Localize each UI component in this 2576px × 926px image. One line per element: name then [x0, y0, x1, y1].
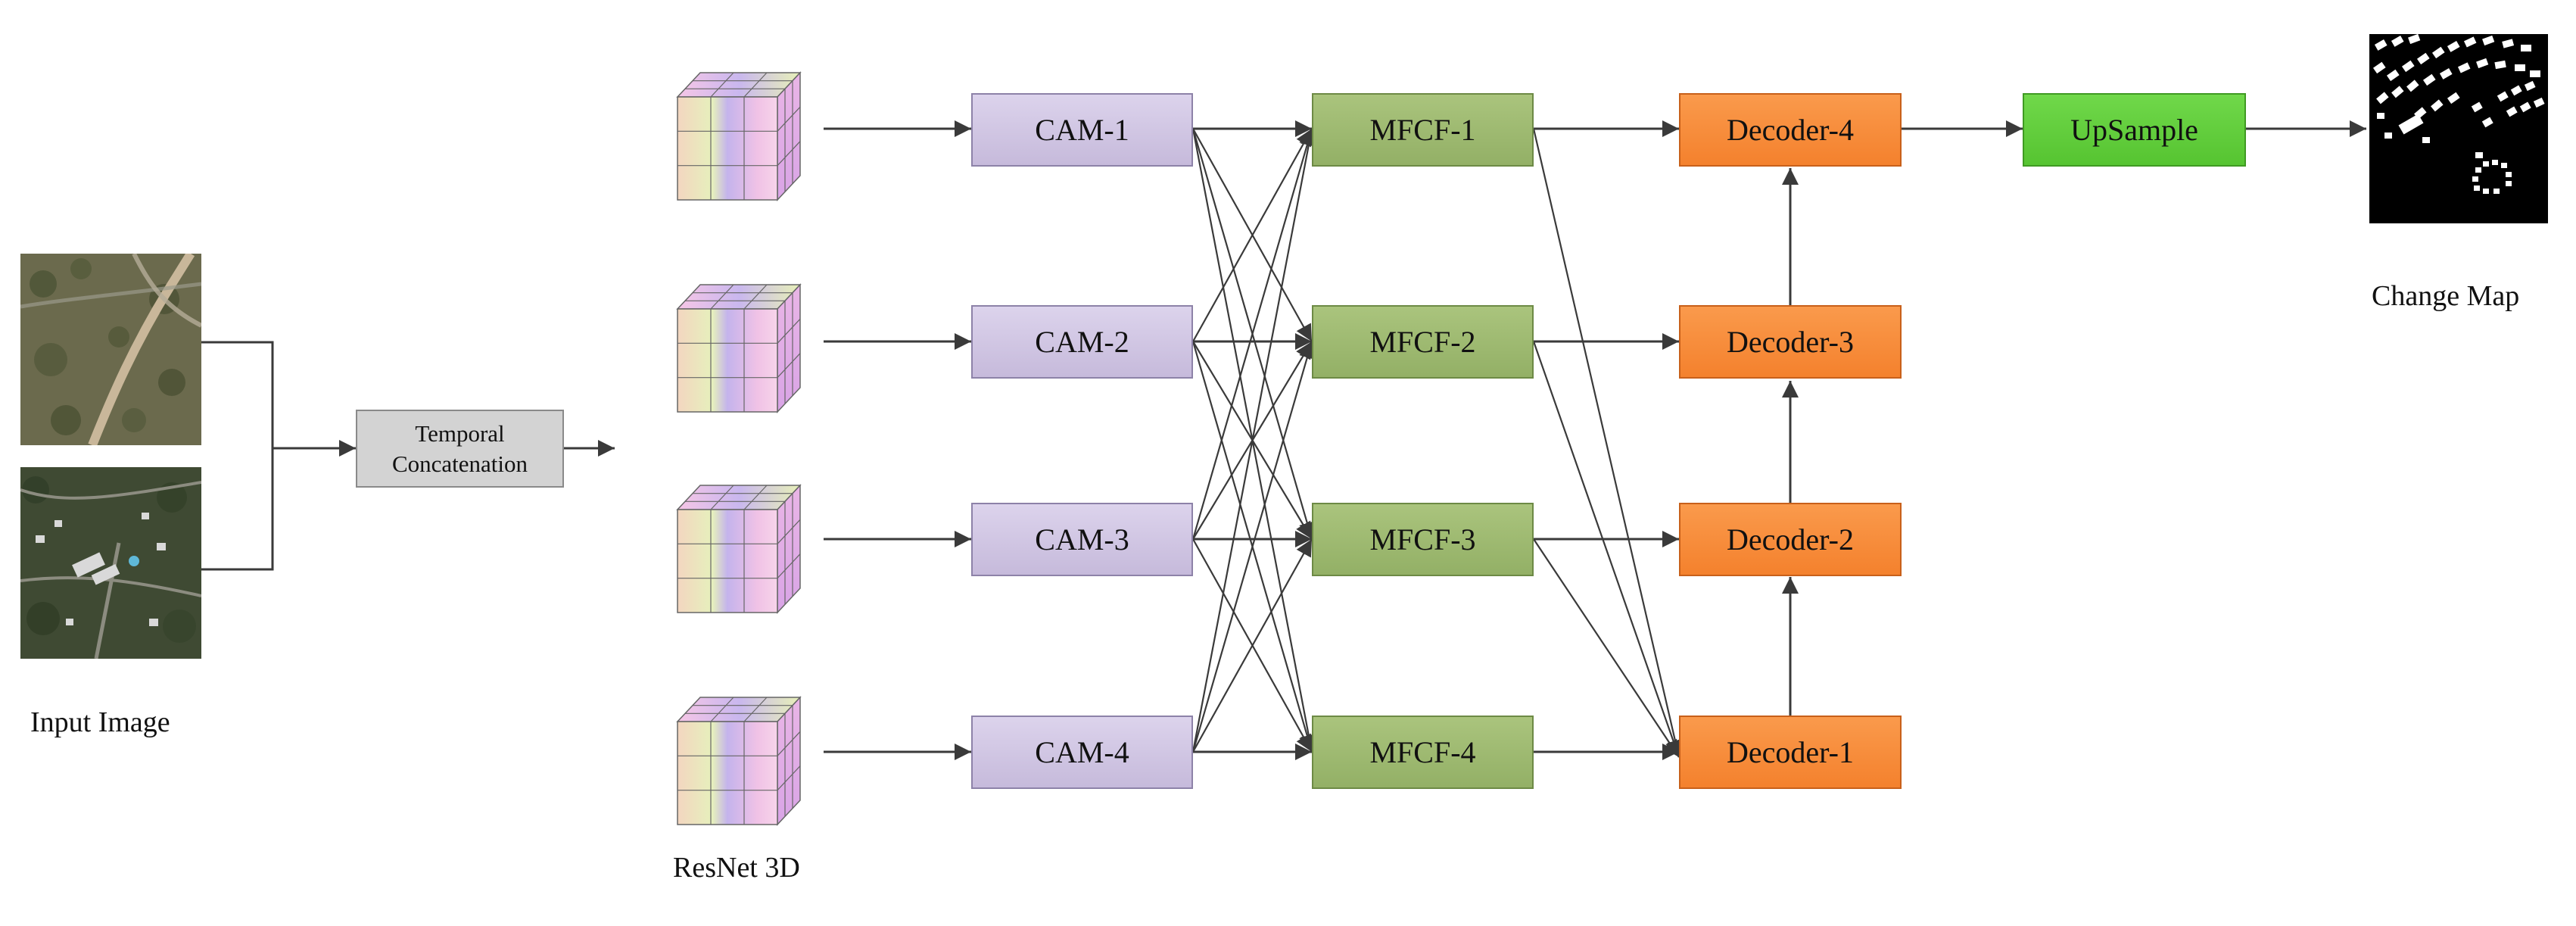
temporal-label-line-2: Concatenation	[391, 450, 528, 477]
input-image-t2	[20, 467, 201, 659]
input-merge-lines	[201, 341, 356, 571]
upsample-block: UpSample	[2023, 93, 2246, 167]
resnet-3d-blocks	[676, 71, 802, 826]
change-map-label: Change Map	[2372, 280, 2520, 312]
input-image-t1	[20, 254, 201, 445]
mfcf-3-block: MFCF-3	[1312, 503, 1534, 576]
cube-1	[676, 71, 802, 201]
cam-4-to-mfcf-2-arrow	[1191, 341, 1316, 753]
mfcf-1-block: MFCF-1	[1312, 93, 1534, 167]
backbone-to-cam-arrows	[824, 120, 971, 760]
mfcf-to-decoder-arrows	[1532, 120, 1684, 760]
decoder-chain-arrows	[1782, 120, 2366, 716]
decoder-3-block: Decoder-3	[1679, 305, 1902, 379]
cube-3	[676, 484, 802, 614]
cam-2-block: CAM-2	[971, 305, 1193, 379]
cube-2	[676, 283, 802, 413]
cam-to-mfcf-arrows	[1191, 120, 1317, 760]
cam-3-block: CAM-3	[971, 503, 1193, 576]
cam-4-block: CAM-4	[971, 716, 1193, 789]
cam-4-to-mfcf-1-arrow	[1191, 128, 1317, 753]
cam-1-block: CAM-1	[971, 93, 1193, 167]
change-map-image	[2369, 34, 2548, 223]
cam-4-to-mfcf-3-arrow	[1192, 538, 1313, 753]
cam-2-to-mfcf-1-arrow	[1192, 128, 1313, 342]
cube-4	[676, 696, 802, 826]
cam-3-to-mfcf-1-arrow	[1191, 128, 1316, 540]
mfcf-2-block: MFCF-2	[1312, 305, 1534, 379]
temporal-label-line-1: Temporal	[415, 419, 505, 447]
decoder-1-block: Decoder-1	[1679, 716, 1902, 789]
resnet-3d-label: ResNet 3D	[673, 852, 800, 884]
temporal-concatenation-block: Temporal Concatenation	[356, 410, 564, 488]
input-image-label: Input Image	[30, 706, 170, 738]
decoder-4-block: Decoder-4	[1679, 93, 1902, 167]
decoder-2-block: Decoder-2	[1679, 503, 1902, 576]
mfcf-4-block: MFCF-4	[1312, 716, 1534, 789]
